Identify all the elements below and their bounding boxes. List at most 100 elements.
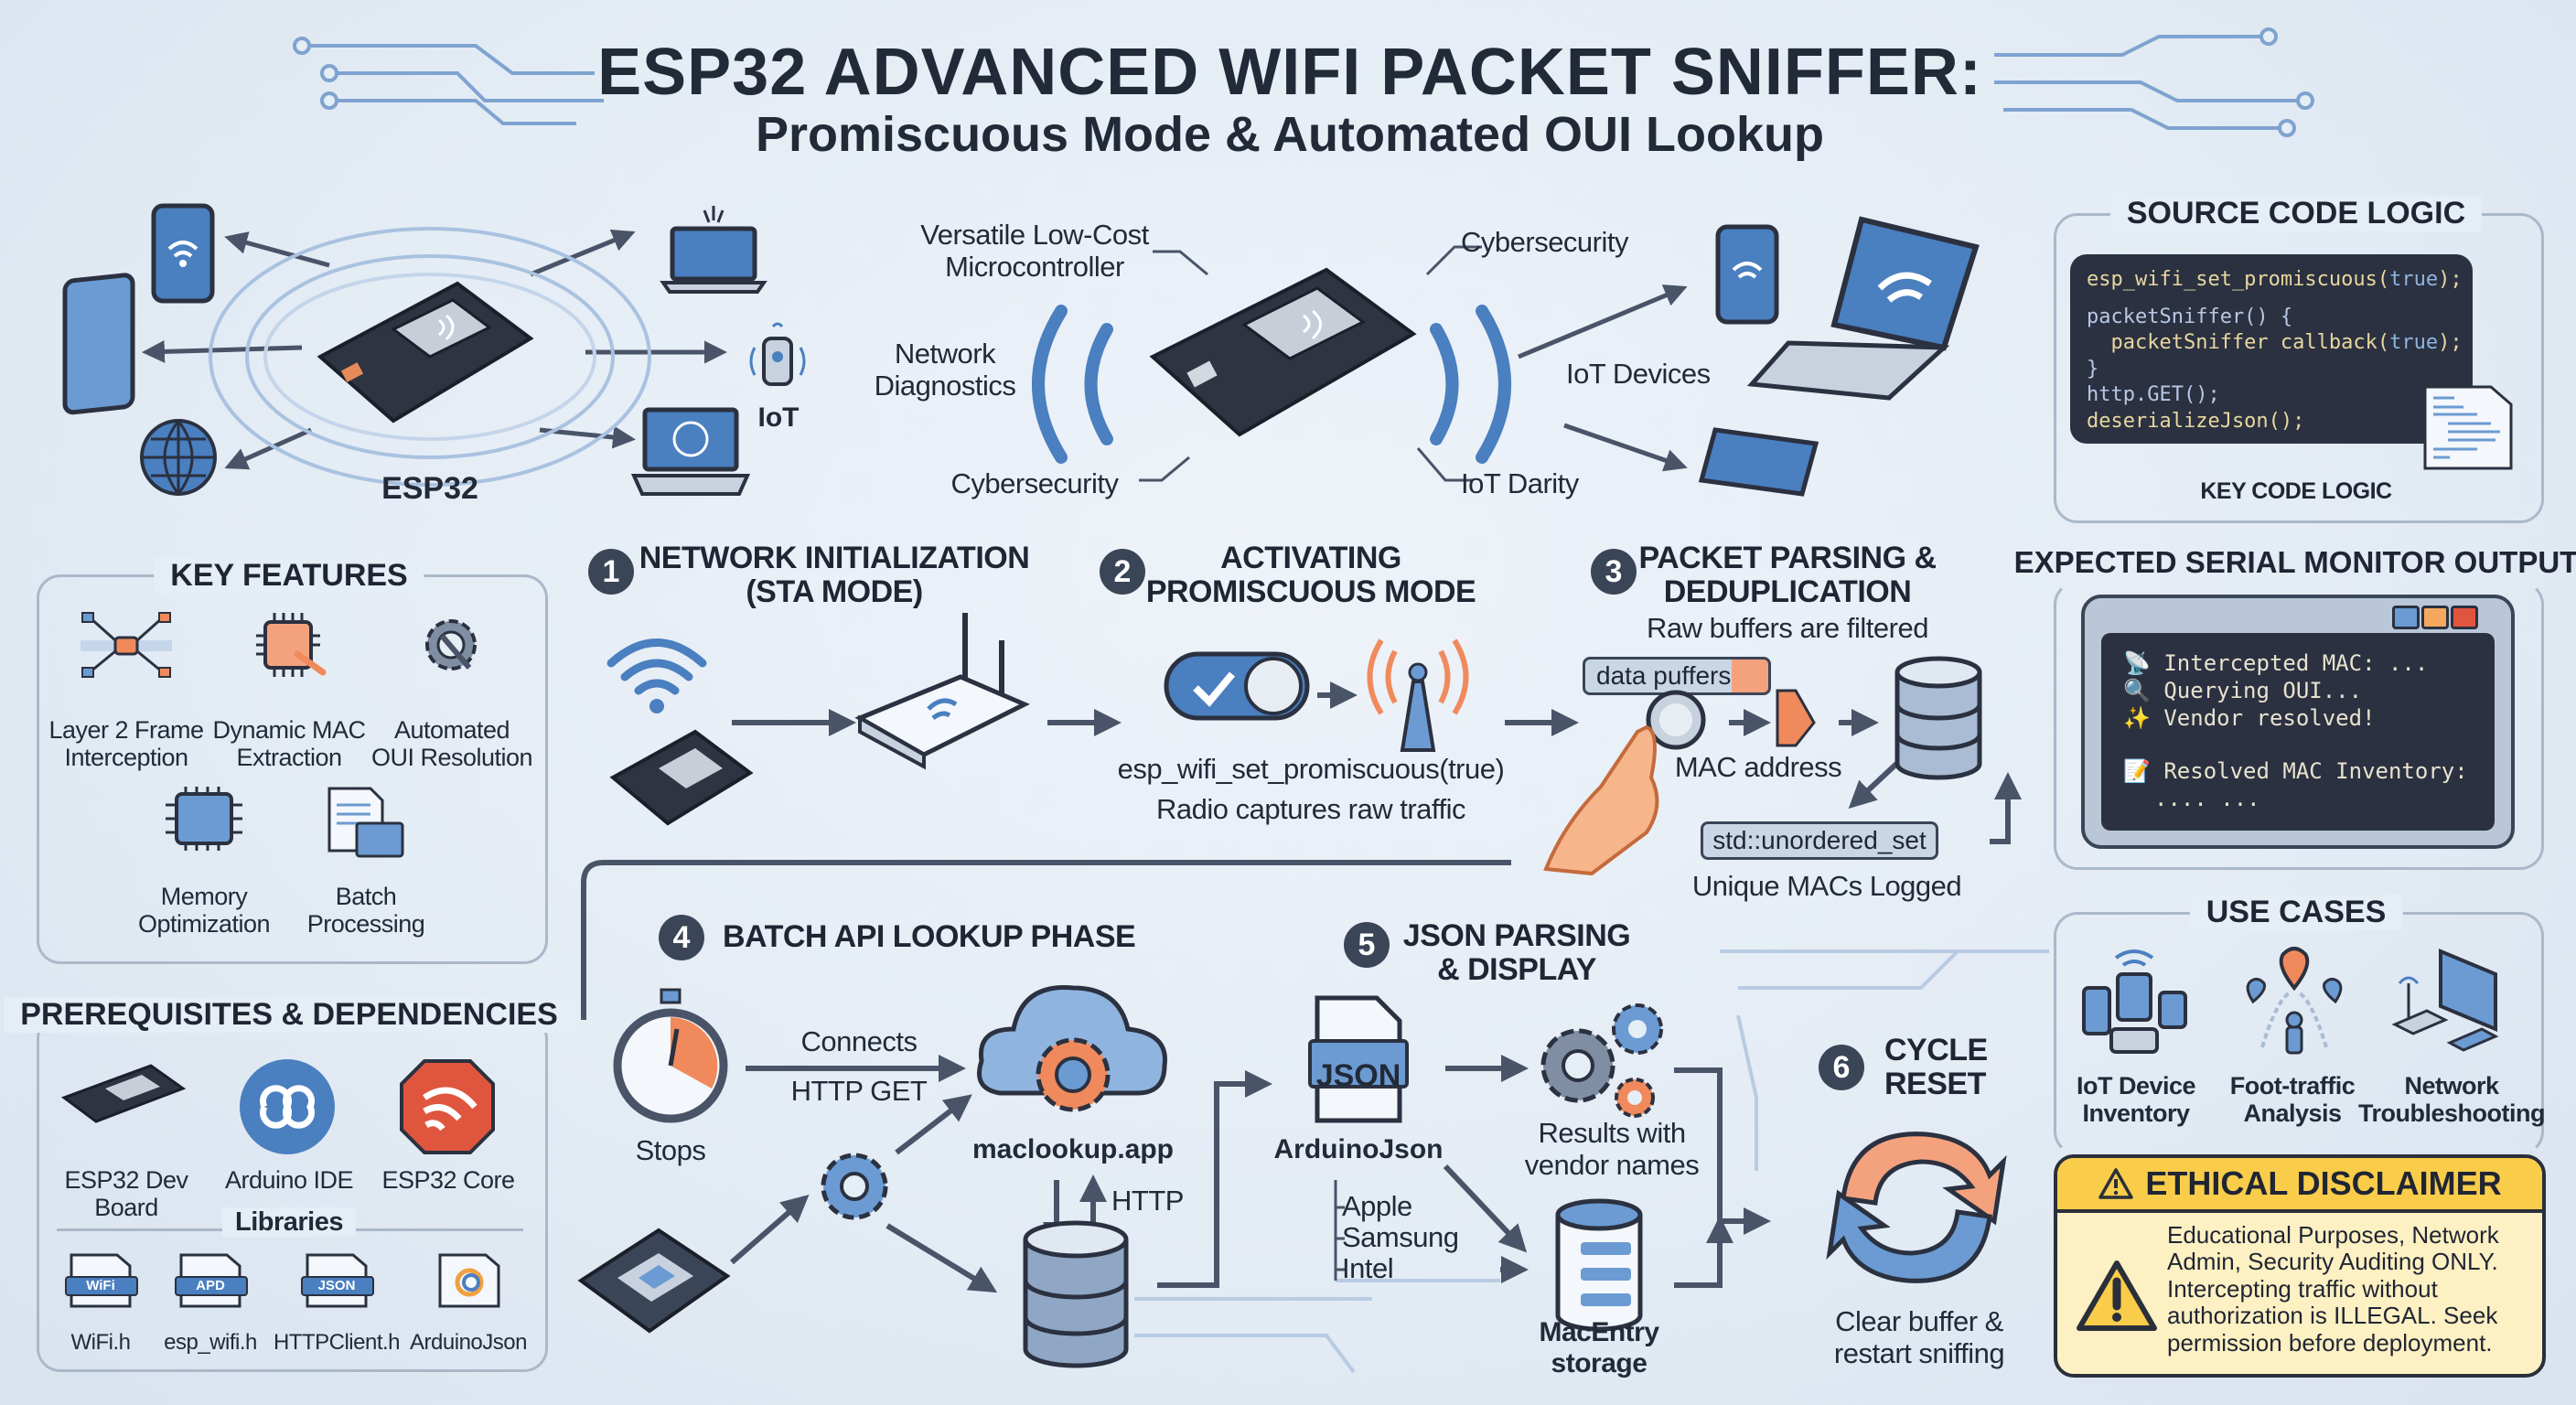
gears-icon (1540, 1003, 1663, 1118)
feature-label: Memory Optimization (137, 883, 271, 938)
circuit-traces-left (293, 37, 604, 125)
laptop-wifi-icon (1746, 216, 1980, 401)
window-minimize-button[interactable] (2392, 606, 2420, 629)
step-4-title: BATCH API LOOKUP PHASE (723, 919, 1136, 954)
wifi-signal-icon (606, 638, 707, 713)
code-file-icon (2423, 385, 2513, 470)
esp32-core-logo-icon (400, 1059, 495, 1154)
use-cases-title: USE CASES (2189, 895, 2403, 930)
label-iot-devices: IoT Devices (1566, 358, 1711, 390)
step-2-badge: 2 (1100, 549, 1145, 595)
code-token: ); (2438, 268, 2463, 291)
code-line: } (2087, 357, 2099, 381)
iot-label: IoT (757, 402, 800, 433)
vendor-item: Intel (1342, 1252, 1394, 1284)
step-6-caption: Clear buffer & restart sniffing (1833, 1305, 2005, 1369)
step-1-badge: 1 (588, 549, 634, 595)
step-1-title: NETWORK INITIALIZATION (STA MODE) (639, 541, 1030, 610)
stopwatch-icon (613, 988, 728, 1123)
processor-chip-icon (577, 1228, 731, 1334)
vendor-item: Apple (1342, 1190, 1412, 1222)
feature-label: Automated OUI Resolution (370, 716, 533, 772)
prereq-label: ESP32 Core (381, 1166, 515, 1194)
laptop-globe-icon (630, 407, 751, 496)
label-cybersecurity-left: Cybersecurity (950, 467, 1120, 499)
step-3-badge: 3 (1591, 549, 1637, 595)
httpclient-library-file-icon (301, 1253, 374, 1308)
serial-text: Vendor resolved! (2163, 705, 2376, 731)
maclookup-service-label: maclookup.app (971, 1134, 1175, 1164)
library-badge: WiFi (86, 1278, 115, 1293)
disclaimer-title: ETHICAL DISCLAIMER (2145, 1164, 2502, 1202)
smartphone-right-icon (1715, 224, 1779, 325)
globe-icon (140, 419, 217, 497)
smartphone-flat-icon (1698, 427, 1819, 497)
smartphone-icon (151, 203, 215, 304)
tablet-icon (62, 273, 135, 415)
arduino-ide-logo-icon (240, 1059, 335, 1154)
esp-wifi-library-file-icon (175, 1253, 248, 1308)
filter-button-icon[interactable] (1644, 688, 1708, 752)
key-features-title: KEY FEATURES (154, 558, 424, 594)
serial-monitor-panel (2054, 581, 2544, 870)
code-line: deserializeJson(); (2087, 409, 2305, 433)
code-line: http.GET(); (2087, 383, 2220, 407)
http-get-label: HTTP GET (790, 1075, 928, 1107)
library-name: esp_wifi.h (164, 1330, 257, 1355)
step-4-badge: 4 (659, 915, 704, 960)
prerequisites-title: PREREQUISITES & DEPENDENCIES (4, 997, 574, 1033)
label-iot-darity: IoT Darity (1461, 467, 1579, 499)
sparkles-icon: ✨ (2123, 705, 2151, 731)
database-icon (1023, 1220, 1129, 1368)
memo-icon: 📝 (2123, 758, 2151, 784)
iot-sensor-icon (749, 322, 806, 386)
unordered-set-box: std::unordered_set (1701, 821, 1938, 860)
use-case-label: IoT Device Inventory (2076, 1072, 2196, 1128)
step-6-badge: 6 (1819, 1045, 1864, 1090)
circuit-traces-right (1994, 27, 2314, 137)
step-6-title: CYCLE RESET (1884, 1033, 1988, 1102)
code-token: ); (2438, 331, 2463, 355)
window-close-button[interactable] (2451, 606, 2478, 629)
filter-funnel-icon (1776, 689, 1816, 747)
magnifier-icon: 🔍 (2123, 678, 2151, 703)
key-code-logic-caption: KEY CODE LOGIC (2200, 478, 2392, 504)
arduinojson-library-file-icon (438, 1253, 500, 1308)
library-badge: JSON (317, 1278, 356, 1293)
step-3-title: PACKET PARSING & DEDUPLICATION (1638, 541, 1937, 610)
page-subtitle: Promiscuous Mode & Automated OUI Lookup (755, 107, 1825, 162)
radio-antenna-icon (1367, 638, 1469, 752)
serial-text: Resolved MAC Inventory: (2163, 758, 2468, 784)
chip-magnifier-icon (256, 613, 327, 677)
wifi-library-file-icon (65, 1253, 138, 1308)
source-code-title: SOURCE CODE LOGIC (2109, 196, 2483, 231)
code-keyword: true (2389, 331, 2439, 355)
serial-text: Querying OUI... (2163, 678, 2363, 703)
loop-connector (581, 860, 1511, 1020)
label-versatile-microcontroller: Versatile Low-Cost Microcontroller (920, 219, 1149, 283)
large-warning-icon (2077, 1260, 2157, 1331)
serial-monitor-title: EXPECTED SERIAL MONITOR OUTPUT (2013, 545, 2576, 579)
prereq-label: Arduino IDE (224, 1166, 354, 1194)
step-3-caption: Unique MACs Logged (1691, 870, 1962, 902)
vendor-item: Samsung (1342, 1221, 1459, 1253)
serial-line: 📡 Intercepted MAC: ... (2123, 649, 2473, 677)
arduinojson-label: ArduinoJson (1273, 1134, 1444, 1164)
code-token: packetSniffer callback( (2087, 331, 2390, 355)
disclaimer-header: ETHICAL DISCLAIMER (2057, 1158, 2542, 1213)
mac-address-label: MAC address (1674, 751, 1842, 783)
promiscuous-toggle-switch[interactable] (1164, 651, 1310, 721)
serial-output: 📡 Intercepted MAC: ... 🔍 Querying OUI...… (2101, 633, 2495, 831)
label-network-diagnostics: Network Diagnostics (874, 338, 1016, 402)
code-line: packetSniffer() { (2087, 305, 2293, 328)
code-line: packetSniffer callback(true); (2087, 330, 2462, 357)
gear-icon (821, 1153, 888, 1220)
cycle-reset-icon[interactable] (1825, 1121, 2008, 1294)
feature-label: Dynamic MAC Extraction (212, 716, 366, 772)
serial-monitor-window: 📡 Intercepted MAC: ... 🔍 Querying OUI...… (2081, 595, 2515, 849)
library-name: ArduinoJson (410, 1330, 527, 1355)
step-2-caption: Radio captures raw traffic (1156, 793, 1465, 825)
laptop-icon (660, 206, 767, 294)
window-maximize-button[interactable] (2421, 606, 2449, 629)
